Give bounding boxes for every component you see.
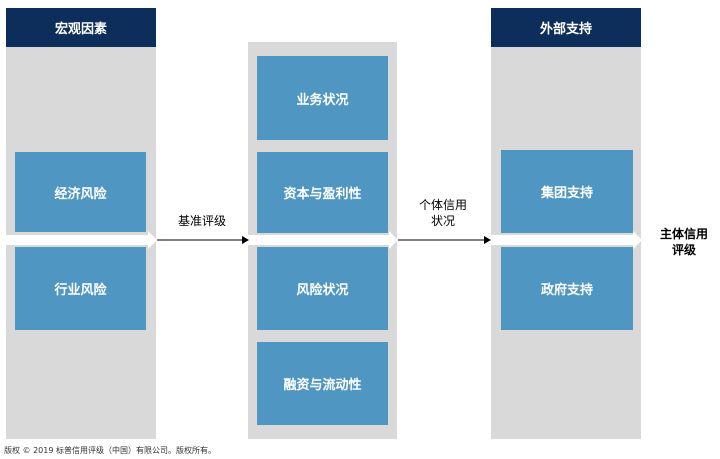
risk-position-box: 风险状况 xyxy=(257,247,388,330)
individual-credit-line1: 个体信用 xyxy=(418,198,467,212)
individual-credit-label: 个体信用 状况 xyxy=(400,197,486,229)
issuer-credit-line1: 主体信用 xyxy=(659,227,708,241)
capital-earnings-box: 资本与盈利性 xyxy=(257,152,388,233)
copyright-footer: 版权 © 2019 标普信用评级（中国）有限公司。版权所有。 xyxy=(4,446,216,455)
business-profile-box: 业务状况 xyxy=(257,56,388,140)
economic-risk-box: 经济风险 xyxy=(15,152,146,232)
funding-liquidity-box: 融资与流动性 xyxy=(257,342,388,425)
external-header: 外部支持 xyxy=(491,8,641,47)
individual-credit-line2: 状况 xyxy=(430,214,455,228)
connector-arrowhead-2 xyxy=(484,236,491,244)
group-support-box: 集团支持 xyxy=(501,150,633,233)
baseline-rating-label: 基准评级 xyxy=(177,214,226,228)
white-band-arrow-left xyxy=(6,231,157,249)
white-band-arrow-right xyxy=(491,231,642,249)
white-band-arrow-middle xyxy=(248,231,398,249)
government-support-box: 政府支持 xyxy=(501,247,633,330)
industry-risk-box: 行业风险 xyxy=(15,247,146,330)
issuer-credit-rating-label: 主体信用 评级 xyxy=(652,226,716,258)
connector-arrowhead-1 xyxy=(242,236,249,244)
issuer-credit-line2: 评级 xyxy=(671,243,696,257)
macro-header: 宏观因素 xyxy=(6,8,156,47)
